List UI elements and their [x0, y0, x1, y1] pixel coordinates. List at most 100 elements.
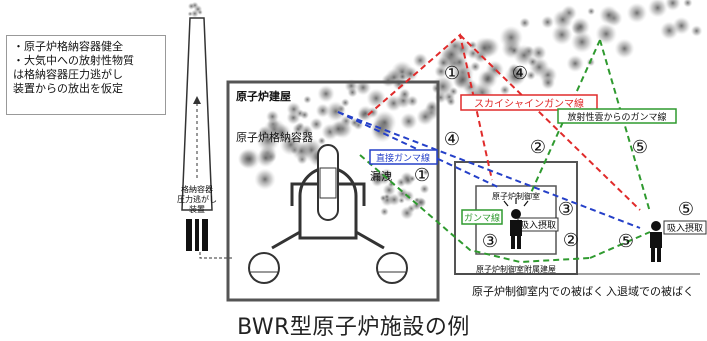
stack-puff: [190, 9, 199, 18]
reactor-building-label: 原子炉建屋: [236, 89, 291, 103]
plume-puff: [473, 36, 496, 60]
inhalation-label-entry: 吸入摂取: [663, 220, 707, 235]
leak-puff: [400, 206, 414, 220]
plume-puff: [683, 0, 693, 8]
svg-text:放射性雲からのガンマ線: 放射性雲からのガンマ線: [567, 111, 666, 123]
exhaust-stack: [181, 17, 213, 211]
note-3: は格納容器圧力逃がし: [13, 68, 123, 81]
vent-label-1: 格納容器: [181, 184, 213, 194]
number-4-skyshine: ④: [512, 63, 528, 84]
plume-puff: [570, 17, 591, 37]
number-5-entry: ⑤: [678, 199, 694, 220]
plume-puff: [551, 24, 573, 46]
plume-puff: [499, 25, 524, 50]
number-5-ground: ⑤: [618, 231, 634, 252]
plume-puff: [402, 66, 419, 82]
plume-puff: [647, 0, 668, 18]
filtered-vent-device: [186, 219, 208, 251]
control-annex-label: 原子炉制御室附属建屋: [476, 264, 556, 274]
plume-puff: [552, 9, 574, 30]
cloud-gamma-label: 放射性雲からのガンマ線: [557, 108, 677, 124]
plume-puff: [614, 38, 635, 59]
plume-puff: [265, 110, 280, 124]
leak-puff: [419, 184, 430, 194]
assumption-notes: ・原子炉格納容器健全 ・大気中への放射性物質 は格納容器圧力逃がし 装置からの放…: [6, 35, 166, 115]
number-3-control: ③: [558, 199, 574, 220]
plume-puff: [329, 120, 348, 138]
operator-person-icon: [510, 209, 522, 249]
plume-puff: [446, 96, 456, 107]
plume-puff: [660, 21, 679, 40]
reactor-building: [226, 80, 440, 302]
svg-text:直接ガンマ線: 直接ガンマ線: [376, 152, 430, 164]
plume-puff: [317, 85, 335, 103]
plume-puff: [399, 112, 418, 131]
containment-vessel: [271, 166, 385, 250]
leak-puff: [422, 168, 430, 176]
plume-puff: [626, 2, 648, 24]
plume-puff: [256, 148, 276, 168]
radioactive-plume: [187, 0, 703, 220]
direct-gamma-label: 直接ガンマ線: [369, 149, 438, 165]
reactor-pressure-vessel: [317, 144, 339, 221]
leak-puff: [408, 175, 416, 183]
plume-puff: [412, 52, 428, 68]
plume-puff: [303, 95, 312, 104]
plume-puff: [468, 40, 478, 50]
plume-puff: [254, 168, 276, 190]
plume-puff: [519, 17, 531, 29]
plume-puff: [416, 107, 435, 126]
plume-puff: [499, 84, 511, 96]
exposure-control-caption: 原子炉制御室内での被ばく: [472, 284, 604, 298]
leak-puff: [380, 207, 389, 217]
plume-puff: [286, 101, 302, 117]
plume-puff: [541, 15, 555, 29]
plume-puff: [238, 148, 261, 170]
plume-puff: [470, 61, 481, 72]
plume-puff: [587, 7, 596, 16]
plume-puff: [398, 88, 411, 101]
svg-text:吸入摂取: 吸入摂取: [520, 219, 556, 231]
skyshine-gamma-lines: [367, 33, 641, 211]
plume-puff: [566, 54, 584, 73]
svg-text:吸入摂取: 吸入摂取: [667, 222, 703, 234]
plume-puff: [595, 23, 618, 45]
suppression-pool-right: [376, 252, 408, 284]
leak-label: 漏洩: [370, 169, 392, 183]
number-1-direct: ①: [414, 165, 430, 186]
plume-puff: [690, 25, 703, 37]
leak-puff: [377, 171, 391, 186]
number-2-ground: ②: [563, 230, 579, 251]
plume-puff: [309, 117, 324, 131]
vent-label-2: 圧力逃がし: [177, 194, 217, 204]
plume-puff: [357, 105, 374, 122]
plume-puff: [366, 88, 387, 109]
number-3-gamma: ③: [482, 231, 498, 252]
number-2-cloud: ②: [530, 137, 546, 158]
stack-puff: [187, 2, 195, 10]
suppression-pool-left: [248, 252, 280, 284]
exposure-entry-caption: 入退域での被ばく: [606, 285, 694, 298]
number-5-cloud: ⑤: [632, 137, 648, 158]
leak-puff: [411, 200, 422, 211]
plume-puff: [279, 133, 302, 156]
plume-puff: [477, 69, 498, 90]
operator-burst-icon: [503, 198, 529, 207]
plume-puff: [570, 30, 594, 54]
svg-text:ガンマ線: ガンマ線: [464, 212, 500, 224]
vent-line: [199, 252, 232, 259]
plume-puff: [347, 87, 358, 98]
note-1: ・原子炉格納容器健全: [13, 40, 123, 53]
plume-puff: [325, 101, 347, 122]
plume-puff: [317, 136, 326, 145]
skyshine-label: スカイシャインガンマ線: [460, 94, 598, 111]
svg-text:スカイシャインガンマ線: スカイシャインガンマ線: [474, 97, 584, 110]
plume-puff: [513, 44, 535, 67]
plume-puff: [436, 55, 451, 70]
containment-vessel-label: 原子炉格納容器: [236, 130, 313, 144]
plume-puff: [300, 110, 310, 120]
plume-puff: [664, 0, 681, 11]
stack-puff: [197, 9, 203, 15]
plume-puff: [299, 124, 314, 138]
